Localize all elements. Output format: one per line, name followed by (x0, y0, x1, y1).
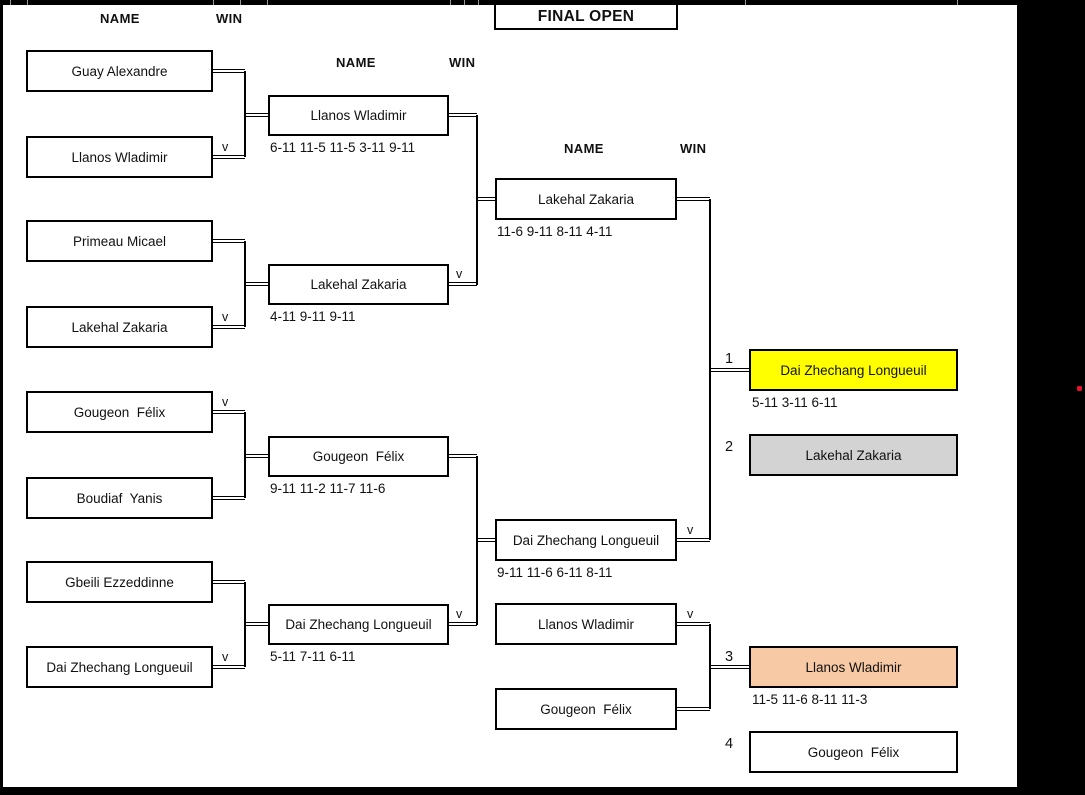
round1-player-box-8: Dai Zhechang Longueuil (26, 646, 213, 688)
round1-winner-mark-match3: v (222, 395, 229, 409)
semifinal-winner-box-2: Dai Zhechang Longueuil (495, 519, 677, 561)
round3-header-name: NAME (564, 141, 604, 156)
round2-winner-box-3: Gougeon Félix (268, 436, 449, 477)
right-border-area (1017, 0, 1085, 795)
column-divider-tick (10, 0, 11, 5)
rank-label-4: 4 (724, 736, 734, 752)
connector-line (244, 241, 246, 327)
column-divider-tick (464, 0, 465, 5)
column-divider-tick (240, 0, 241, 5)
connector-line (213, 664, 245, 669)
column-divider-tick (478, 0, 479, 5)
round1-winner-mark-match1: v (222, 140, 229, 154)
third-place-winner-mark: v (687, 607, 694, 621)
final-winner-mark: v (687, 523, 694, 537)
third-place-match-box-2: Gougeon Félix (495, 688, 677, 730)
connector-line (677, 196, 710, 201)
connector-line (477, 537, 495, 542)
column-divider-tick (213, 0, 214, 5)
rank-label-3: 3 (724, 649, 734, 665)
connector-line (449, 454, 477, 459)
semifinal-winner-box-1: Lakehal Zakaria (495, 178, 677, 220)
round2-winner-box-2: Lakehal Zakaria (268, 264, 449, 305)
third-place-score: 11-5 11-6 8-11 11-3 (752, 692, 868, 707)
connector-line (213, 154, 245, 159)
round1-player-box-6: Boudiaf Yanis (26, 477, 213, 519)
connector-line (244, 582, 246, 667)
rank-label-1: 1 (724, 351, 734, 367)
fourth-place-box: Gougeon Félix (749, 731, 958, 773)
second-place-box: Lakehal Zakaria (749, 434, 958, 476)
round2-score-2: 4-11 9-11 9-11 (270, 309, 356, 324)
connector-line (245, 113, 268, 118)
round1-player-box-7: Gbeili Ezzeddinne (26, 561, 213, 603)
connector-line (476, 456, 478, 625)
round2-score-1: 6-11 11-5 11-5 3-11 9-11 (270, 140, 416, 155)
first-place-box: Dai Zhechang Longueuil (749, 349, 958, 391)
connector-line (677, 537, 710, 542)
connector-line (245, 282, 268, 287)
round2-winner-box-4: Dai Zhechang Longueuil (268, 604, 449, 645)
round2-header-win: WIN (449, 55, 476, 70)
rank-label-2: 2 (724, 439, 734, 455)
connector-line (449, 622, 477, 627)
connector-line (449, 113, 477, 118)
column-divider-tick (957, 0, 958, 5)
connector-line (476, 115, 478, 285)
connector-line (709, 199, 711, 540)
semifinal-score-2: 9-11 11-6 6-11 8-11 (497, 565, 613, 580)
column-divider-tick (745, 0, 746, 5)
column-divider-tick (267, 0, 268, 5)
round1-winner-mark-match2: v (222, 310, 229, 324)
connector-line (213, 238, 245, 243)
tournament-title: FINAL OPEN (494, 3, 678, 30)
round1-header-win: WIN (216, 11, 243, 26)
red-marker-dot (1077, 386, 1082, 391)
connector-line (477, 196, 495, 201)
connector-line (245, 454, 268, 459)
round1-winner-mark-match4: v (222, 650, 229, 664)
third-place-match-box-1: Llanos Wladimir (495, 603, 677, 645)
round2-header-name: NAME (336, 55, 376, 70)
third-place-box: Llanos Wladimir (749, 646, 958, 688)
round2-score-3: 9-11 11-2 11-7 11-6 (270, 481, 386, 496)
connector-line (244, 412, 246, 498)
final-score: 5-11 3-11 6-11 (752, 395, 838, 410)
connector-line (449, 282, 477, 287)
round1-header-name: NAME (100, 11, 140, 26)
connector-line (213, 579, 245, 584)
connector-line (710, 367, 749, 372)
connector-line (677, 621, 710, 626)
round3-header-win: WIN (680, 141, 707, 156)
connector-line (710, 664, 749, 669)
round1-player-box-4: Lakehal Zakaria (26, 306, 213, 348)
semifinal-score-1: 11-6 9-11 8-11 4-11 (497, 224, 613, 239)
bottom-border-bar (0, 787, 1017, 795)
connector-line (245, 622, 268, 627)
connector-line (244, 71, 246, 157)
connector-line (213, 324, 245, 329)
column-divider-tick (450, 0, 451, 5)
round1-player-box-1: Guay Alexandre (26, 50, 213, 92)
semifinal-winner-mark-1: v (456, 267, 463, 281)
round2-winner-box-1: Llanos Wladimir (268, 95, 449, 136)
round1-player-box-3: Primeau Micael (26, 220, 213, 262)
top-border-bar (0, 0, 1017, 5)
round1-player-box-5: Gougeon Félix (26, 391, 213, 433)
semifinal-winner-mark-2: v (456, 607, 463, 621)
connector-line (709, 624, 711, 709)
left-border-bar (0, 0, 3, 795)
connector-line (677, 706, 710, 711)
round1-player-box-2: Llanos Wladimir (26, 136, 213, 178)
column-divider-tick (27, 0, 28, 5)
connector-line (213, 68, 245, 73)
round2-score-4: 5-11 7-11 6-11 (270, 649, 356, 664)
connector-line (213, 409, 245, 414)
connector-line (213, 495, 245, 500)
